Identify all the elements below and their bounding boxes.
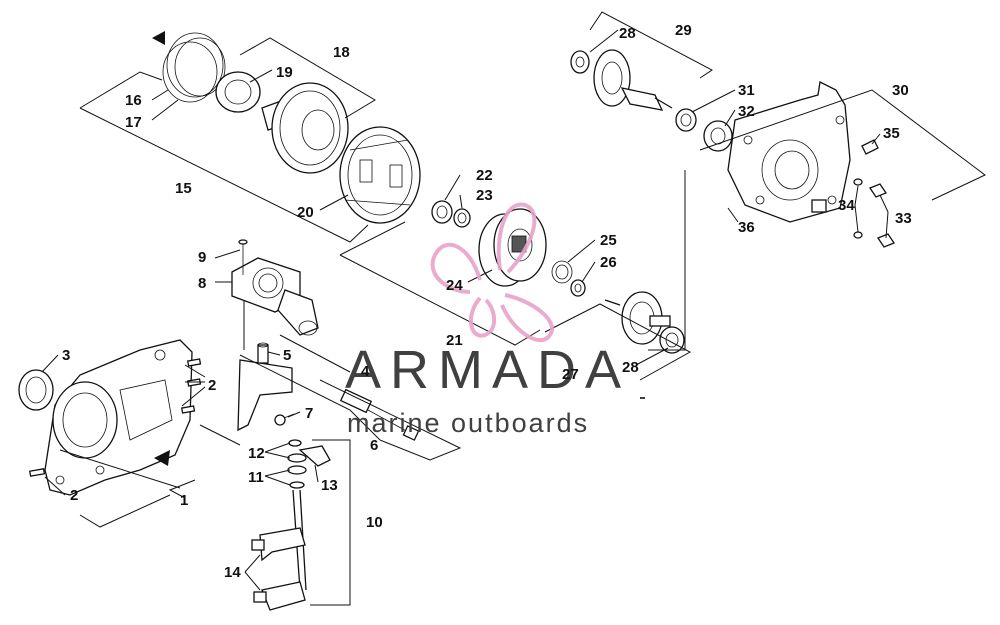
callout-7: 7 xyxy=(305,405,313,422)
callout-5: 5 xyxy=(283,347,291,364)
callout-24: 24 xyxy=(446,277,463,294)
cover-fasteners xyxy=(853,139,895,248)
callout-6: 6 xyxy=(370,437,378,454)
bearing-cover xyxy=(703,120,733,152)
watermark: ARMADA marine outboards xyxy=(345,202,645,438)
washer xyxy=(453,208,471,228)
callout-18: 18 xyxy=(333,44,350,61)
callout-28-upper: 28 xyxy=(619,25,636,42)
callout-9: 9 xyxy=(198,249,206,266)
callout-13: 13 xyxy=(321,477,338,494)
callout-20: 20 xyxy=(297,204,314,221)
callout-23: 23 xyxy=(476,187,493,204)
callout-25: 25 xyxy=(600,232,617,249)
snap-ring xyxy=(551,260,573,284)
callout-29: 29 xyxy=(675,22,692,39)
bracket xyxy=(237,342,293,432)
callout-numbers: 1 2 2 3 4 5 6 7 8 9 10 11 12 13 14 15 16… xyxy=(62,22,912,581)
callout-3: 3 xyxy=(62,347,70,364)
leader-lines xyxy=(41,11,986,606)
transmission-cover xyxy=(727,81,851,223)
driven-gear xyxy=(604,291,671,345)
armada-logo-icon xyxy=(430,202,554,343)
callout-19: 19 xyxy=(276,64,293,81)
shift-shaft-assembly xyxy=(287,439,331,591)
callout-26: 26 xyxy=(600,254,617,271)
callout-10: 10 xyxy=(366,514,383,531)
bearing-lower xyxy=(659,326,685,354)
sensor xyxy=(339,388,420,441)
watermark-title: ARMADA xyxy=(345,340,630,400)
callout-28-lower: 28 xyxy=(622,359,639,376)
callout-21: 21 xyxy=(446,332,463,349)
callout-4: 4 xyxy=(361,363,370,380)
callout-30: 30 xyxy=(892,82,909,99)
callout-15: 15 xyxy=(175,180,192,197)
callout-16: 16 xyxy=(125,92,142,109)
callout-1: 1 xyxy=(180,492,188,509)
callout-22: 22 xyxy=(476,167,493,184)
callout-35: 35 xyxy=(883,125,900,142)
callout-31: 31 xyxy=(738,82,755,99)
shift-motor xyxy=(231,257,319,336)
direction-marker-icon xyxy=(152,31,165,45)
parts-drawings xyxy=(18,31,895,611)
callout-2-upper: 2 xyxy=(208,377,216,394)
bearing-small xyxy=(431,200,453,224)
watermark-subtitle: marine outboards xyxy=(347,408,589,438)
screw xyxy=(238,239,248,275)
oil-seal xyxy=(18,369,54,411)
callout-11: 11 xyxy=(248,469,264,486)
output-shaft-gear xyxy=(261,82,349,174)
direction-marker-icon xyxy=(154,450,170,466)
washer-2 xyxy=(570,279,586,297)
callout-32: 32 xyxy=(738,103,755,120)
callout-14: 14 xyxy=(224,564,241,581)
callout-2-lower: 2 xyxy=(70,487,78,504)
callout-27: 27 xyxy=(562,366,579,383)
seal xyxy=(675,108,697,132)
bearing xyxy=(215,71,261,113)
callout-34: 34 xyxy=(838,197,855,214)
input-shaft-gear xyxy=(570,49,673,111)
snap-rings xyxy=(162,32,226,103)
callout-8: 8 xyxy=(198,275,206,292)
shift-fork xyxy=(251,527,306,611)
callout-17: 17 xyxy=(125,114,142,131)
callout-36: 36 xyxy=(738,219,755,236)
transmission-housing-left xyxy=(44,339,193,496)
callout-12: 12 xyxy=(248,445,265,462)
callout-33: 33 xyxy=(895,210,912,227)
gear-carrier xyxy=(339,126,421,224)
